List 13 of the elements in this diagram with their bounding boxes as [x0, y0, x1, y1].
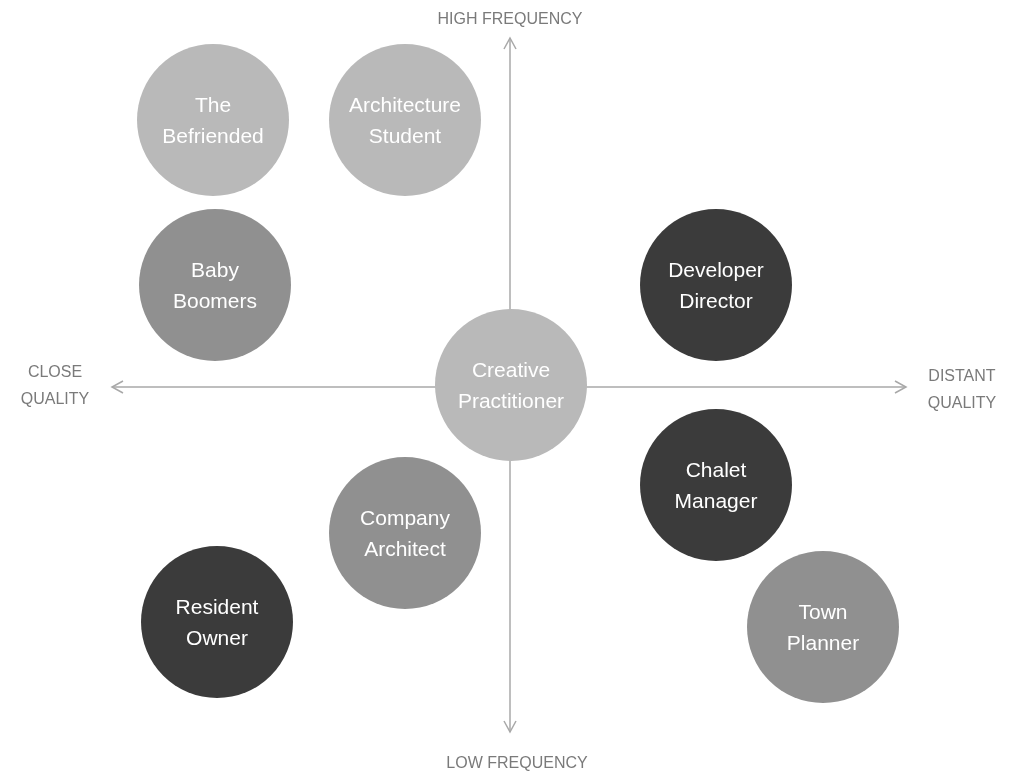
node-label: The Befriended	[161, 92, 265, 149]
axis-label: CLOSE QUALITY	[19, 362, 91, 409]
node-label: Company Architect	[359, 505, 451, 562]
node-label: Creative Practitioner	[456, 357, 566, 414]
axis-label: DISTANT QUALITY	[926, 366, 998, 413]
node-label: Architecture Student	[347, 92, 462, 149]
node-label: Resident Owner	[174, 594, 260, 651]
node-label: Baby Boomers	[172, 257, 258, 314]
node-label: Chalet Manager	[673, 457, 759, 514]
axis-label: LOW FREQUENCY	[445, 752, 589, 773]
node-label: Developer Director	[667, 257, 765, 314]
axis-label: HIGH FREQUENCY	[436, 8, 584, 29]
node-label: Town Planner	[785, 599, 861, 656]
